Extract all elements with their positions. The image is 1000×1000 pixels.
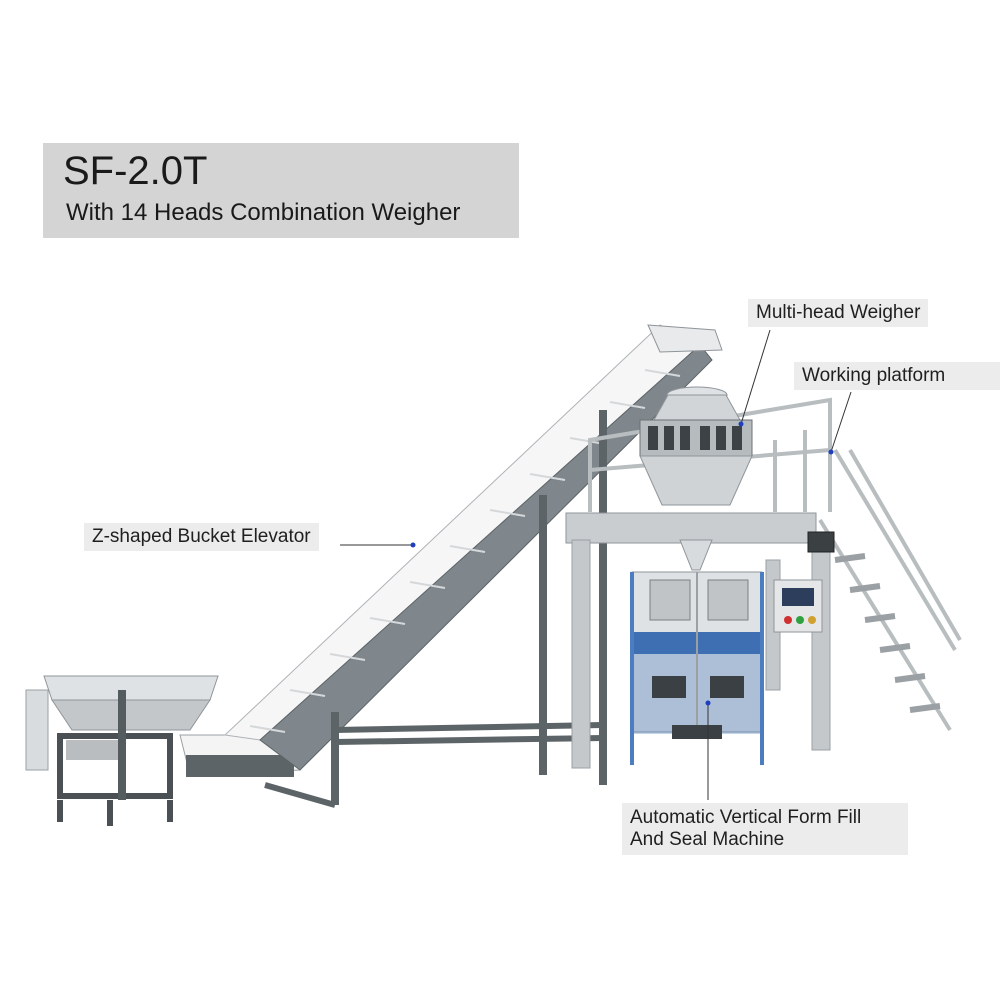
vffs-machine — [630, 571, 823, 765]
title-box: SF-2.0T With 14 Heads Combination Weighe… — [43, 143, 519, 238]
feed-hopper — [25, 675, 219, 826]
pointer-lines — [340, 329, 852, 800]
label-vffs-line2: And Seal Machine — [630, 829, 785, 850]
label-vffs: Automatic Vertical Form Fill And Seal Ma… — [622, 803, 908, 855]
label-multihead-weigher: Multi-head Weigher — [748, 299, 929, 327]
label-bucket-elevator: Z-shaped Bucket Elevator — [84, 523, 319, 551]
model-subtitle: With 14 Heads Combination Weigher — [66, 199, 461, 226]
label-vffs-line1: Automatic Vertical Form Fill — [630, 807, 862, 828]
label-working-platform: Working platform — [794, 362, 1000, 390]
multihead-weigher — [639, 386, 753, 571]
bucket-elevator — [179, 324, 723, 808]
model-title: SF-2.0T — [63, 149, 208, 193]
